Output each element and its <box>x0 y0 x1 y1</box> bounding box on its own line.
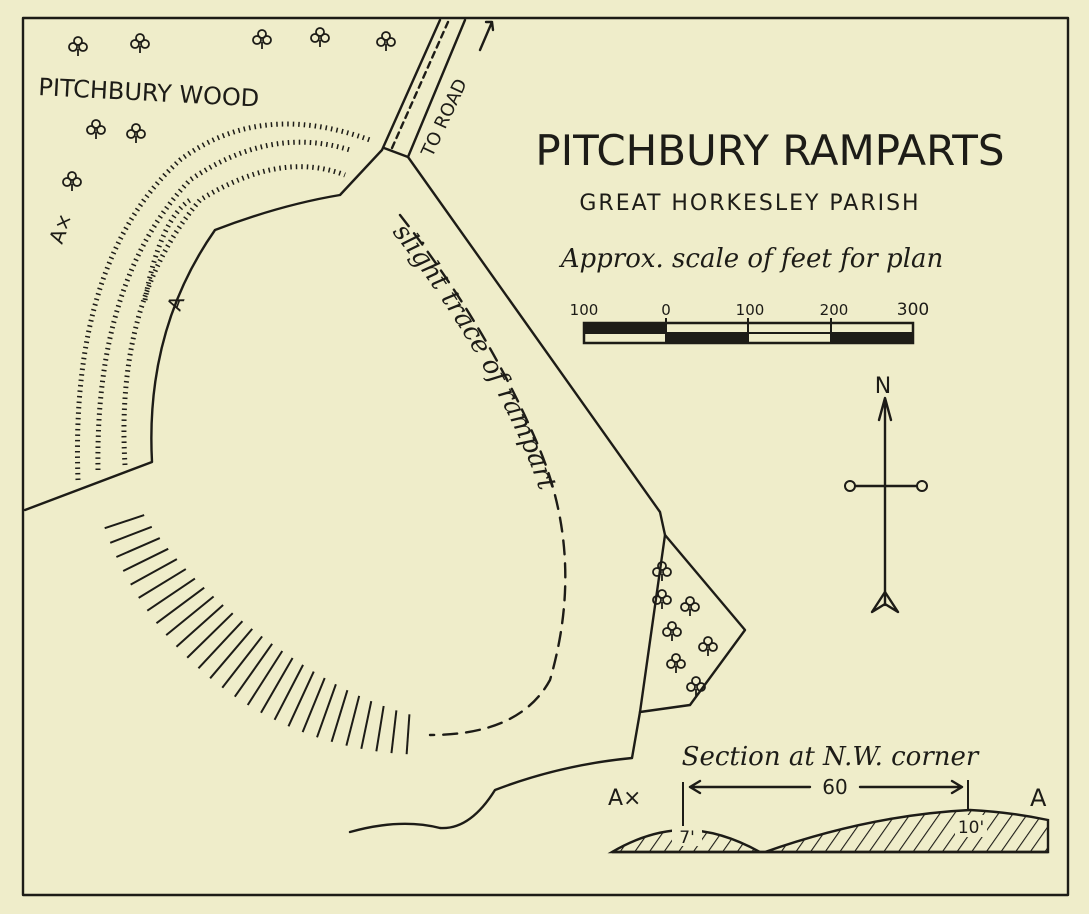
hachure-line <box>246 650 284 706</box>
hachure-line <box>260 657 294 714</box>
hachure-line <box>209 628 253 679</box>
hachure-line <box>221 635 263 689</box>
hachure-line <box>155 586 205 624</box>
scale-tick: 300 <box>897 300 929 320</box>
hachure-line <box>273 664 304 721</box>
map-title: PITCHBURY RAMPARTS <box>535 126 1004 175</box>
section-profile <box>607 779 1050 854</box>
scale-tick: 0 <box>661 301 671 319</box>
section-start-label: A× <box>608 786 641 811</box>
hachure-line <box>330 689 349 743</box>
road-arrow-icon <box>478 20 495 52</box>
hachure-line <box>233 643 273 698</box>
road-edge <box>406 18 467 159</box>
scale-tick: 100 <box>570 301 599 319</box>
hachure-line <box>115 537 161 558</box>
field-boundary <box>348 155 747 834</box>
section-marker-end: A <box>162 292 189 313</box>
section-title: Section at N.W. corner <box>682 742 980 772</box>
hachure-line <box>360 700 373 750</box>
map-subtitle: GREAT HORKESLEY PARISH <box>579 191 920 216</box>
hachure-line <box>104 514 145 530</box>
hachure-line <box>390 710 398 754</box>
trace-label: slight trace of rampart <box>387 218 562 494</box>
hachure-line <box>405 714 411 755</box>
hachure-line <box>197 620 244 669</box>
hachure-line <box>109 525 153 544</box>
north-ramparts <box>74 121 371 481</box>
hachure-line <box>316 683 337 738</box>
right-bank-height: 10' <box>958 818 984 838</box>
scale-bar <box>582 318 915 345</box>
road-centre <box>390 20 450 150</box>
scale-tick: 100 <box>736 301 765 319</box>
hachure-line <box>146 577 196 612</box>
south-ramparts <box>104 514 411 755</box>
hachure-line <box>301 677 326 733</box>
scale-caption: Approx. scale of feet for plan <box>559 244 944 274</box>
hachure-line <box>122 547 169 572</box>
hachure-line <box>345 695 361 746</box>
scale-tick: 200 <box>820 301 849 319</box>
road-end <box>382 146 410 159</box>
section-distance: 60 <box>822 775 847 799</box>
wood-boundary <box>23 18 442 512</box>
hachure-line <box>165 595 215 636</box>
compass-north: N <box>875 374 891 399</box>
rampart-trace <box>398 213 567 737</box>
section-end-label: A <box>1030 784 1047 812</box>
copse-boundary <box>638 533 667 714</box>
compass-icon <box>844 396 928 614</box>
hachure-line <box>130 558 178 586</box>
hachure-line <box>287 671 315 727</box>
hachure-line <box>138 568 187 599</box>
wood-label: PITCHBURY WOOD <box>38 73 260 113</box>
section-marker-start: A× <box>44 210 77 247</box>
hachure-line <box>186 612 234 659</box>
hachure-line <box>375 705 385 752</box>
map-frame <box>21 16 1070 897</box>
hachure-line <box>175 604 224 648</box>
left-bank-height: 7' <box>679 828 695 848</box>
